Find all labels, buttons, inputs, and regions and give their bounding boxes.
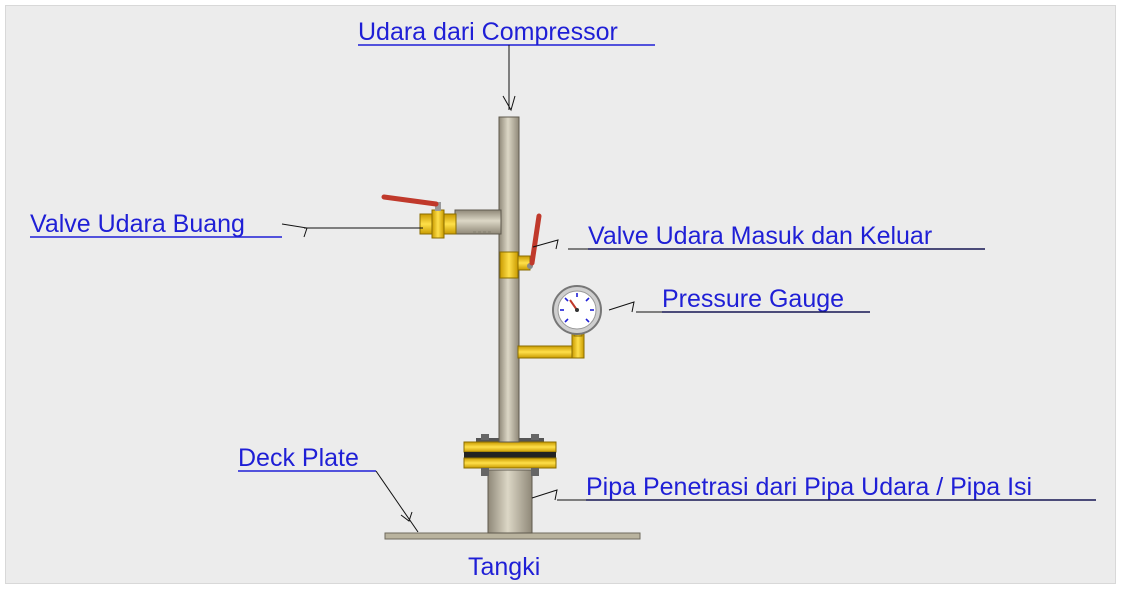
label-deck-plate: Deck Plate: [238, 444, 359, 472]
main-pipe: [498, 116, 520, 443]
tee-branch: [454, 209, 502, 235]
label-tangki: Tangki: [468, 553, 540, 581]
label-valve-masuk: Valve Udara Masuk dan Keluar: [588, 222, 932, 250]
label-compressor: Udara dari Compressor: [358, 18, 618, 46]
leader-deck-plate: [375, 470, 419, 533]
exhaust-valve-handle: [381, 194, 439, 207]
inlet-valve: [499, 213, 542, 279]
label-valve-buang: Valve Udara Buang: [30, 210, 245, 238]
inlet-valve-handle: [529, 213, 542, 266]
penetration-pipe: [487, 469, 533, 534]
pressure-gauge-icon: [552, 285, 602, 335]
label-gauge: Pressure Gauge: [662, 285, 844, 313]
label-pipa-penetrasi: Pipa Penetrasi dari Pipa Udara / Pipa Is…: [586, 473, 1032, 501]
exhaust-valve: [381, 194, 457, 239]
leader-valve-masuk: [532, 239, 559, 250]
arrow-compressor: [502, 95, 516, 112]
leader-pipa-penetrasi: [531, 489, 558, 501]
deck-plate: [384, 532, 641, 540]
leader-gauge: [608, 301, 635, 313]
